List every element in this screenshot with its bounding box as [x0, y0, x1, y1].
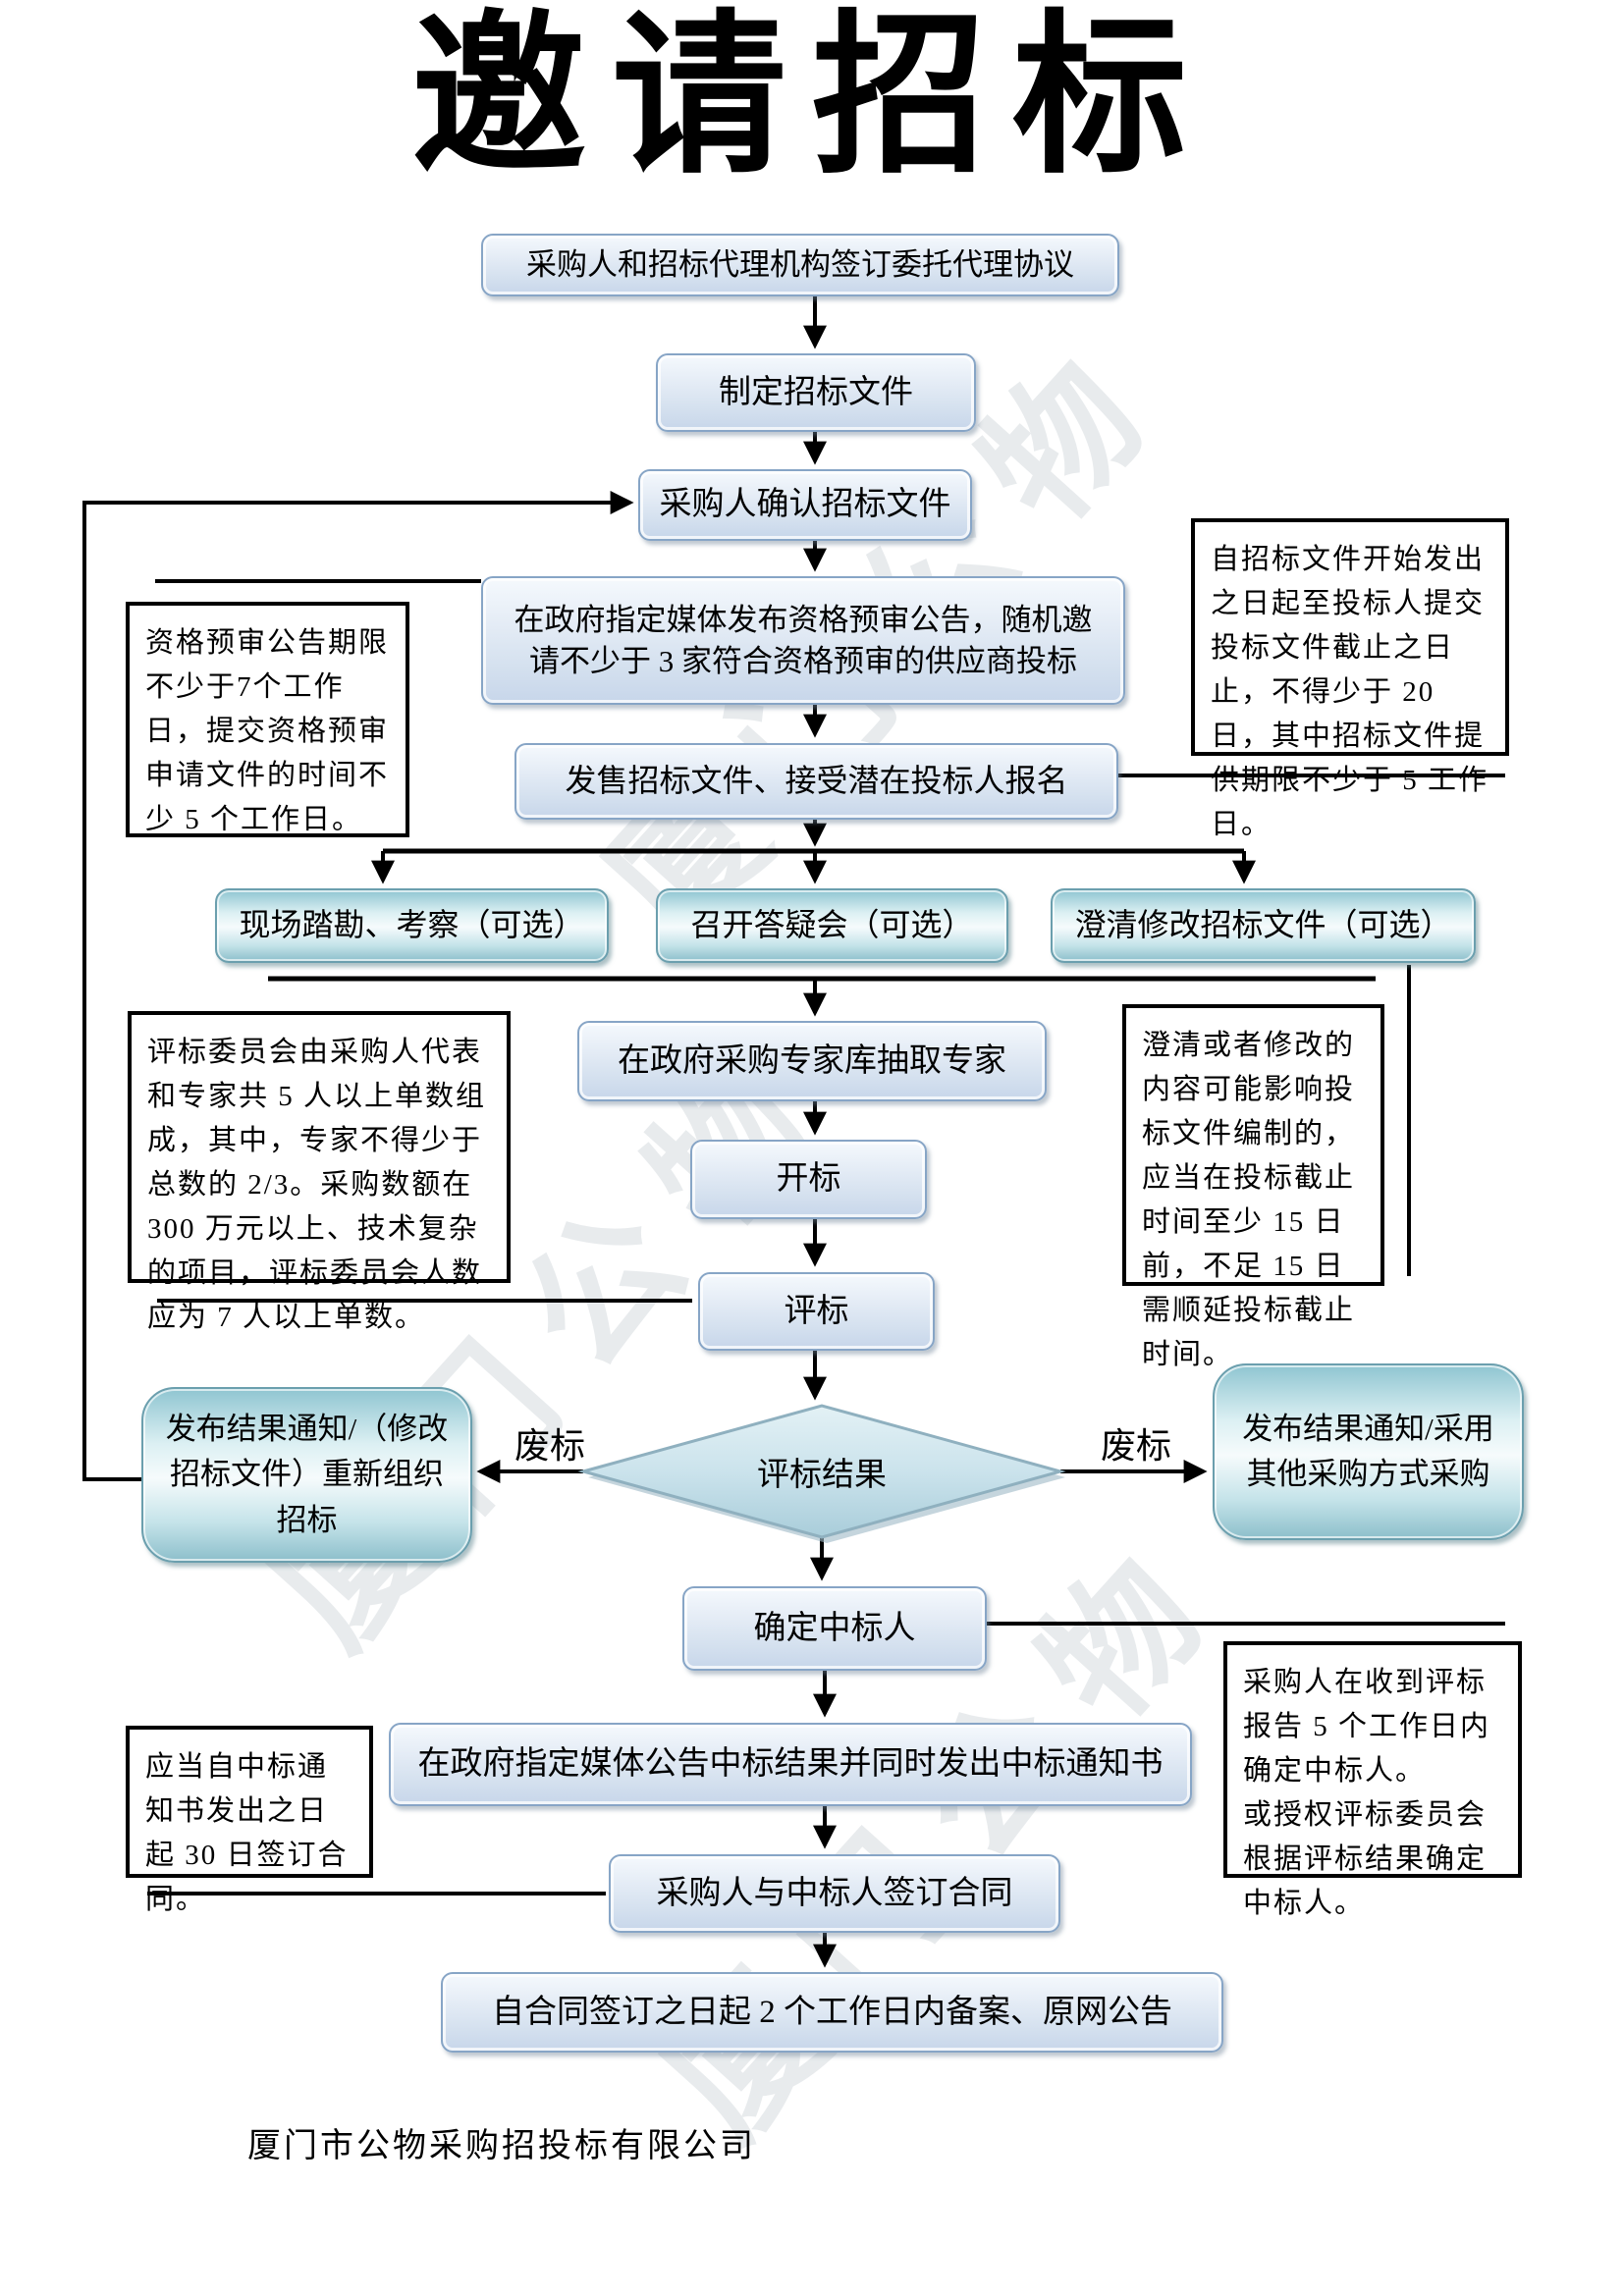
edge-label-fail-left: 废标: [514, 1426, 585, 1466]
note-committee: 评标委员会由采购人代表和专家共 5 人以上单数组成，其中，专家不得少于总数的 2…: [128, 1011, 511, 1333]
note-clarify-rule: 澄清或者修改的内容可能影响投标文件编制的，应当在投标截止时间至少 15 日前，不…: [1122, 1004, 1384, 1370]
node-evaluate-bid: 评标: [698, 1272, 935, 1351]
node-site-survey: 现场踏勘、考察（可选）: [215, 888, 609, 963]
node-draft-docs: 制定招标文件: [656, 353, 976, 432]
node-rebid: 发布结果通知/（修改招标文件）重新组织招标: [141, 1387, 472, 1563]
node-confirm-docs: 采购人确认招标文件: [638, 469, 972, 541]
page-title: 邀请招标: [411, 0, 1213, 194]
node-announce-winner: 在政府指定媒体公告中标结果并同时发出中标通知书: [389, 1723, 1192, 1806]
node-publish-prequal: 在政府指定媒体发布资格预审公告，随机邀请不少于 3 家符合资格预审的供应商投标: [481, 576, 1125, 705]
node-decision-label: 评标结果: [757, 1458, 887, 1493]
node-other-method: 发布结果通知/采用其他采购方式采购: [1213, 1363, 1524, 1540]
node-sign-agency: 采购人和招标代理机构签订委托代理协议: [481, 234, 1119, 296]
node-sell-docs: 发售招标文件、接受潜在投标人报名: [514, 743, 1118, 820]
node-sign-contract: 采购人与中标人签订合同: [609, 1854, 1060, 1933]
node-open-bid: 开标: [690, 1140, 927, 1219]
node-draw-experts: 在政府采购专家库抽取专家: [577, 1021, 1047, 1101]
note-prequal-period: 资格预审公告期限不少于7个工作日，提交资格预审申请文件的时间不少 5 个工作日。: [126, 602, 409, 837]
node-filing: 自合同签订之日起 2 个工作日内备案、原网公告: [441, 1972, 1223, 2053]
footer-company-name: 厦门市公物采购招投标有限公司: [247, 2128, 756, 2164]
decision-diamond: [577, 1404, 1066, 1539]
edge-label-fail-right: 废标: [1100, 1426, 1171, 1466]
note-contract-rule: 应当自中标通知书发出之日起 30 日签订合同。: [126, 1726, 373, 1915]
node-qa-meeting: 召开答疑会（可选）: [656, 888, 1008, 963]
node-clarify-docs: 澄清修改招标文件（可选）: [1051, 888, 1476, 963]
edge-rebid-feedback: [82, 491, 634, 1481]
note-winner-rule: 采购人在收到评标报告 5 个工作日内确定中标人。 或授权评标委员会根据评标结果确…: [1223, 1641, 1522, 1919]
note-doc-period: 自招标文件开始发出之日起至投标人提交投标文件截止之日止，不得少于 20 日，其中…: [1191, 518, 1509, 840]
node-determine-winner: 确定中标人: [682, 1586, 987, 1671]
